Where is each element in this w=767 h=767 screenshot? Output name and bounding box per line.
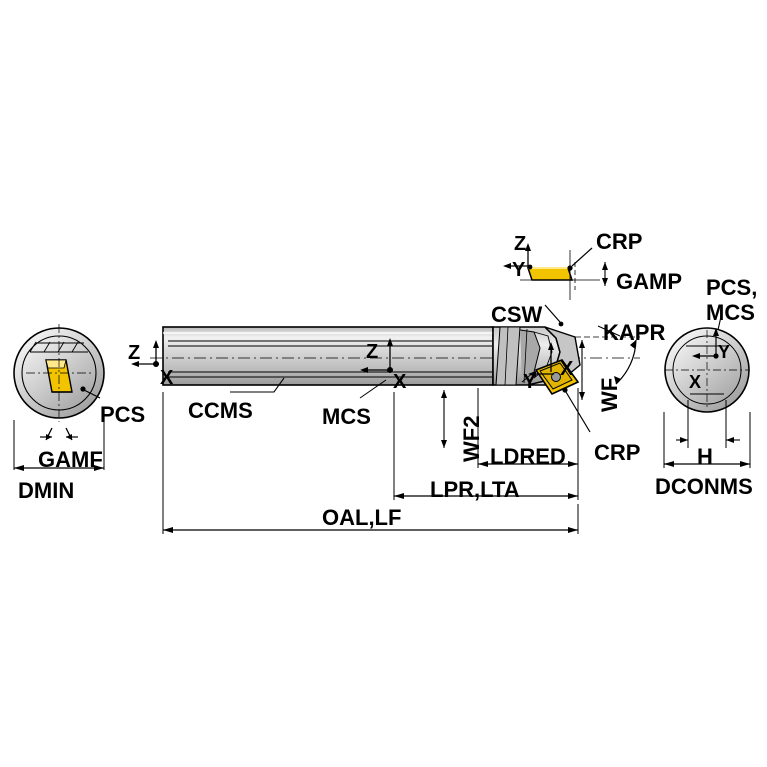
label-dconms: DCONMS [655,474,753,499]
label-pcs-left: PCS [100,402,146,427]
dimension-lines [162,340,585,534]
label-x-mid: X [393,371,407,393]
label-z-left: Z [128,342,141,364]
label-y-right-circle: Y [718,342,731,362]
label-wf: WF [597,377,622,412]
right-end-view [663,311,751,468]
label-kapr: KAPR [603,320,666,345]
label-crp-top: CRP [596,229,643,254]
label-gamp: GAMP [616,269,682,294]
label-gamf: GAMF [38,447,103,472]
label-x-left: X [160,367,174,389]
label-oal-lf: OAL,LF [322,505,402,530]
label-mcs-right: MCS [706,300,755,325]
label-x-insert: X [560,358,574,380]
label-dmin: DMIN [18,478,75,503]
label-ldred: LDRED [490,444,566,469]
shaft-body [131,243,640,433]
label-h: H [697,444,713,469]
label-mcs-mid: MCS [322,404,371,429]
label-y-top: Y [512,259,526,281]
label-wf2: WF2 [459,415,484,462]
label-z-mid: Z [366,341,379,363]
label-y-insert: Y [523,371,537,393]
label-z-top: Z [514,233,527,255]
label-x-right-circle: X [689,372,702,392]
label-crp-bottom: CRP [594,440,641,465]
label-ccms: CCMS [188,398,253,423]
left-end-view [13,324,105,471]
label-lpr-lta: LPR,LTA [430,477,520,502]
label-csw: CSW [491,302,543,327]
label-pcs-right: PCS, [706,275,758,300]
